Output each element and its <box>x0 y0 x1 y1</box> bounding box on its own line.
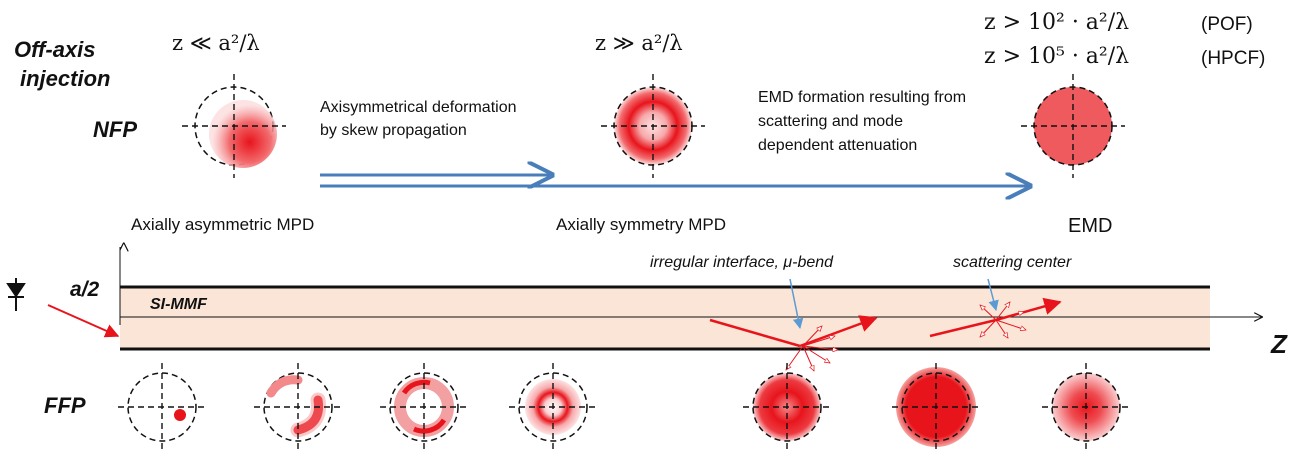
emd-description-line3: dependent attenuation <box>758 137 918 154</box>
fiber-core <box>120 287 1210 349</box>
off-axis-label: Off-axis <box>14 37 96 62</box>
far-field-condition: z ≫ a²/λ <box>595 31 683 55</box>
hpcf-condition: z > 10⁵ · a²/λ <box>984 44 1130 69</box>
ffp-pattern-3 <box>380 363 468 449</box>
ffp-pattern-7 <box>1042 363 1130 449</box>
pof-condition: z > 10² · a²/λ <box>984 10 1130 35</box>
ffp-pattern-4 <box>509 363 597 449</box>
stage-symmetric-label: Axially symmetry MPD <box>556 215 727 234</box>
stage-emd-label: EMD <box>1068 215 1113 237</box>
interface-annotation: irregular interface, μ-bend <box>650 254 834 271</box>
scatter-callout-arrow <box>987 278 999 312</box>
injection-ray <box>47 304 120 338</box>
ffp-pattern-1 <box>118 363 206 449</box>
near-field-condition: z ≪ a²/λ <box>172 31 260 55</box>
ffp-pattern-6 <box>892 363 980 449</box>
emd-description-line1: EMD formation resulting from <box>758 89 967 106</box>
nfp-pattern-offaxis <box>182 74 286 178</box>
light-source-icon <box>6 278 26 311</box>
interface-callout-arrow <box>789 278 804 330</box>
nfp-pattern-ring <box>601 74 705 178</box>
z-axis-label: Z <box>1271 329 1287 359</box>
emd-description-line2: scattering and mode <box>758 113 903 130</box>
ffp-pattern-2 <box>254 363 342 449</box>
skew-description-line1: Axisymmetrical deformation <box>320 99 517 116</box>
skew-description-line2: by skew propagation <box>320 122 467 139</box>
injection-label: injection <box>20 66 111 91</box>
fiber-type-label: SI-MMF <box>150 296 207 313</box>
scatter-annotation: scattering center <box>953 254 1072 271</box>
stage-asymmetric-label: Axially asymmetric MPD <box>131 215 315 234</box>
hpcf-tag: (HPCF) <box>1201 48 1266 69</box>
half-core-label: a/2 <box>70 278 100 301</box>
ffp-label: FFP <box>44 393 86 418</box>
ffp-pattern-5 <box>743 363 831 449</box>
scatter-ray-1 <box>709 315 878 371</box>
scatter-ray-2 <box>929 297 1062 338</box>
pof-tag: (POF) <box>1201 14 1253 35</box>
nfp-label: NFP <box>93 117 137 142</box>
nfp-pattern-uniform <box>1021 74 1125 178</box>
